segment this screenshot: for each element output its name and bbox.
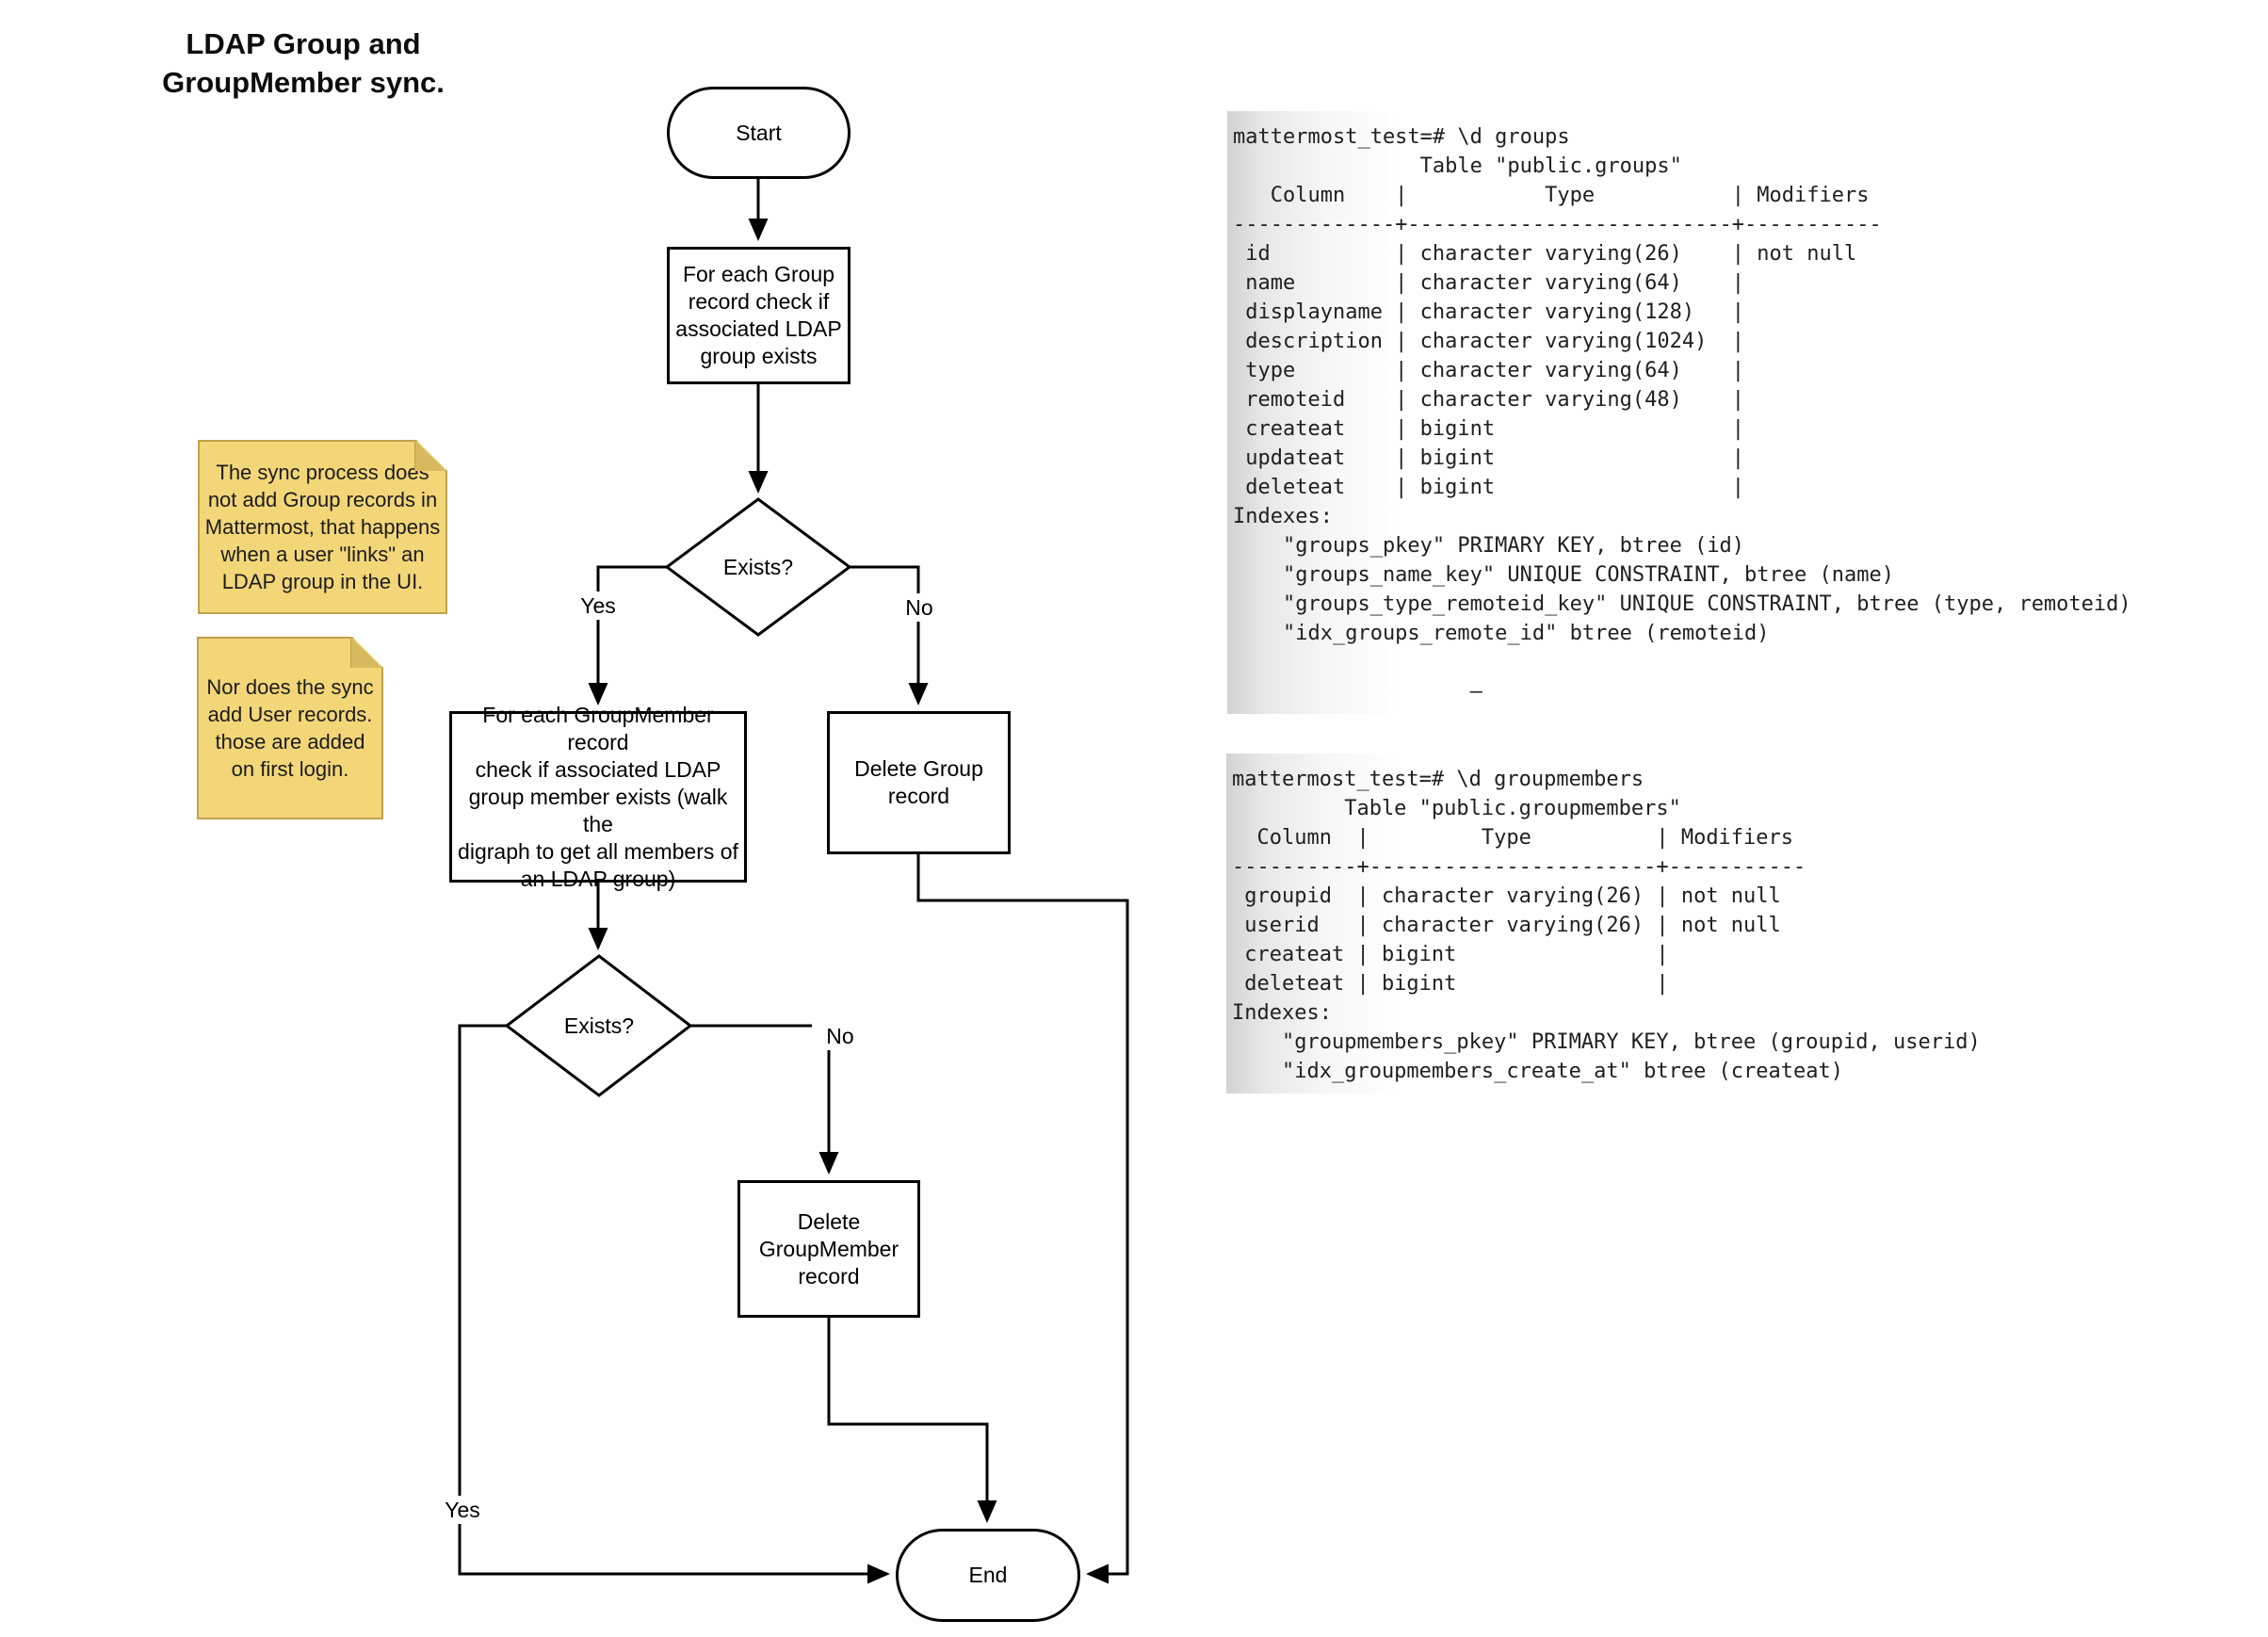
process-delete-group-label: Delete Group record (854, 756, 983, 808)
process-check-group-node: For each Group record check if associate… (667, 247, 850, 384)
sticky-note-group-sync-text: The sync process does not add Group reco… (204, 461, 441, 593)
end-node-label: End (968, 1563, 1008, 1587)
diagram-title: LDAP Group and GroupMember sync. (162, 27, 445, 99)
decision-member-exists-label: Exists? (563, 1013, 635, 1038)
psql-output-groupmembers: mattermost_test=# \d groupmembers Table … (1226, 754, 1987, 1094)
edge-delete-group-to-end (916, 854, 1129, 1584)
psql-output-groups: mattermost_test=# \d groups Table "publi… (1227, 111, 2150, 714)
edge-label-yes-group: Yes (568, 592, 628, 620)
edge-exists2-no-to-delete-member (690, 1024, 839, 1175)
edge-label-no-group: No (892, 593, 947, 622)
process-delete-group-node: Delete Group record (827, 711, 1011, 854)
process-delete-member-node: Delete GroupMember record (737, 1180, 920, 1318)
process-delete-member-label: Delete GroupMember record (758, 1208, 899, 1289)
process-check-member-node: For each GroupMember record check if ass… (449, 703, 747, 891)
sticky-note-user-sync: Nor does the sync add User records. thos… (197, 637, 383, 819)
sticky-note-group-sync: The sync process does not add Group reco… (198, 440, 447, 614)
sticky-note-user-sync-text: Nor does the sync add User records. thos… (206, 675, 374, 781)
edge-label-no-member: No (812, 1022, 868, 1050)
end-node: End (896, 1529, 1080, 1622)
process-check-member-label: For each GroupMember record check if ass… (458, 702, 738, 891)
decision-group-exists-diamond (664, 497, 852, 637)
decision-group-exists-label: Exists? (722, 554, 794, 579)
edge-exists-yes-to-check-member (588, 565, 667, 705)
edge-delete-member-to-end (827, 1318, 997, 1523)
process-check-group-label: For each Group record check if associate… (675, 262, 842, 368)
decision-member-exists-diamond (504, 954, 693, 1097)
edge-exists-no-to-delete-group (850, 565, 929, 705)
start-node-label: Start (736, 120, 782, 145)
edge-exists2-yes-to-end (458, 1024, 890, 1584)
start-node: Start (667, 87, 850, 179)
edge-label-yes-member: Yes (431, 1496, 494, 1524)
